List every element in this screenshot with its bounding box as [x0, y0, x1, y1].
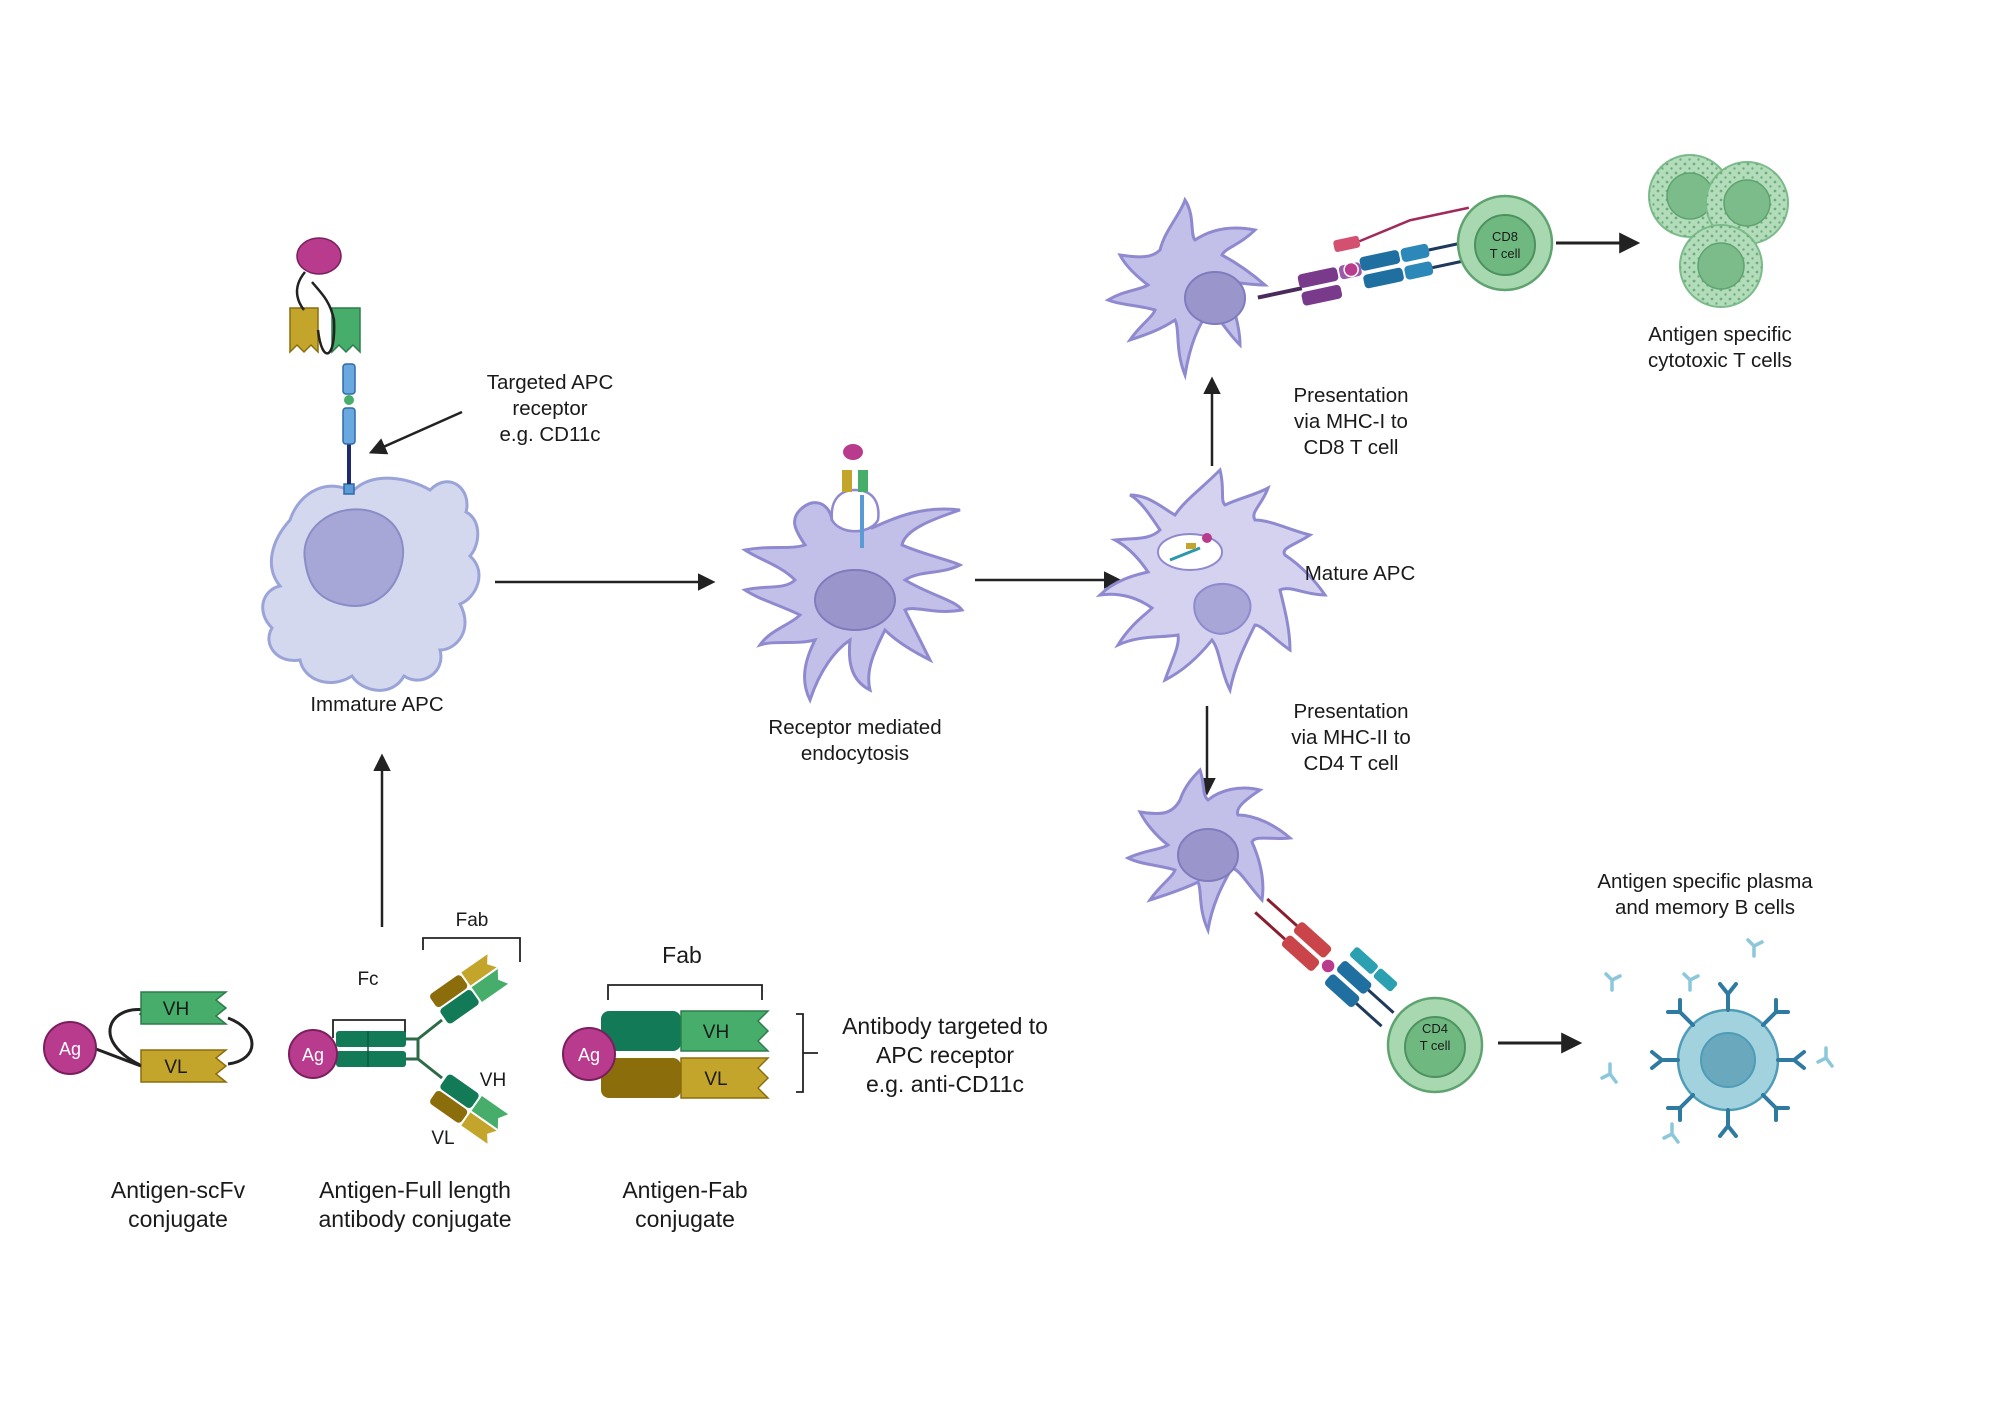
scfv-line1: Antigen-scFv [110, 1177, 246, 1203]
vh-label-full: VH [480, 1070, 506, 1091]
plasma-memory-label: Antigen specific plasma and memory B cel… [1570, 869, 1840, 921]
endocytosis-line2: endocytosis [800, 742, 910, 765]
fc-label: Fc [357, 969, 378, 990]
vl-label-full: VL [431, 1128, 454, 1149]
endocytosis-apc [741, 444, 965, 704]
cd4-cell-line2: T cell [1420, 1038, 1451, 1053]
cd8-cell-line1: CD8 [1492, 229, 1518, 244]
antibody-targeted-line1: Antibody targeted to [842, 1013, 1048, 1039]
arrow-label-to-receptor [368, 410, 463, 455]
cd4-presentation [1124, 767, 1484, 1094]
cytotoxic-line2: cytotoxic T cells [1648, 349, 1792, 372]
cytotoxic-label: Antigen specific cytotoxic T cells [1620, 322, 1820, 374]
mature-apc [1095, 467, 1328, 695]
fab-conjugate [562, 984, 818, 1099]
targeted-receptor-line1: Targeted APC [486, 371, 614, 394]
cd8-cell-line2: T cell [1490, 246, 1521, 261]
full-length-conjugate [288, 937, 521, 1144]
scfv-conjugate [43, 991, 254, 1083]
ag-label-fab: Ag [578, 1045, 600, 1065]
scfv-conjugate-label: Antigen-scFv conjugate [78, 1176, 278, 1234]
immature-apc-label: Immature APC [282, 692, 472, 718]
endocytosis-line1: Receptor mediated [768, 716, 942, 739]
immature-apc-text: Immature APC [310, 693, 444, 716]
mhc1-line2: via MHC-I to [1294, 410, 1408, 433]
mhc2-line2: via MHC-II to [1291, 726, 1411, 749]
antibody-targeted-label: Antibody targeted to APC receptor e.g. a… [810, 1012, 1080, 1099]
glyph-labels: Ag VH VL Ag Fc Fab VH VL Ag Fab VH VL CD… [59, 229, 1521, 1149]
immature-apc [261, 237, 481, 692]
antibody-targeted-line3: e.g. anti-CD11c [865, 1071, 1025, 1097]
mature-apc-text: Mature APC [1304, 562, 1416, 585]
mhc1-line1: Presentation [1293, 384, 1409, 407]
fab-line2: conjugate [635, 1206, 735, 1232]
ag-label-scfv: Ag [59, 1039, 81, 1059]
fab-label-full: Fab [456, 910, 489, 931]
fab-label-fab: Fab [662, 942, 702, 968]
plasma-memory-b-cell [1600, 938, 1834, 1144]
cd4-cell-line1: CD4 [1422, 1021, 1448, 1036]
plasma-memory-line1: Antigen specific plasma [1597, 870, 1813, 893]
cd8-presentation [1104, 194, 1554, 381]
vh-label-fab: VH [703, 1022, 729, 1043]
mature-apc-label: Mature APC [1285, 561, 1435, 587]
vl-label-fab: VL [704, 1069, 727, 1090]
fab-line1: Antigen-Fab [622, 1177, 748, 1203]
targeted-receptor-line3: e.g. CD11c [499, 423, 601, 446]
targeted-receptor-line2: receptor [512, 397, 588, 420]
full-length-line2: antibody conjugate [318, 1206, 512, 1232]
scfv-line2: conjugate [128, 1206, 228, 1232]
fab-conjugate-label: Antigen-Fab conjugate [585, 1176, 785, 1234]
cytotoxic-line1: Antigen specific [1648, 323, 1792, 346]
cytotoxic-t-cells [1648, 154, 1789, 308]
presentation-mhc2-label: Presentation via MHC-II to CD4 T cell [1266, 699, 1436, 777]
presentation-mhc1-label: Presentation via MHC-I to CD8 T cell [1266, 383, 1436, 461]
flow-arrows [368, 232, 1641, 1054]
ag-label-full: Ag [302, 1045, 324, 1065]
full-length-conjugate-label: Antigen-Full length antibody conjugate [285, 1176, 545, 1234]
mhc2-line1: Presentation [1293, 700, 1409, 723]
mhc2-line3: CD4 T cell [1303, 752, 1399, 775]
mhc1-line3: CD8 T cell [1303, 436, 1399, 459]
vl-label-scfv: VL [164, 1057, 187, 1078]
endocytosis-label: Receptor mediated endocytosis [740, 715, 970, 767]
full-length-line1: Antigen-Full length [319, 1177, 511, 1203]
vh-label-scfv: VH [163, 999, 189, 1020]
antibody-targeted-line2: APC receptor [875, 1042, 1015, 1068]
targeted-receptor-label: Targeted APC receptor e.g. CD11c [460, 370, 640, 448]
plasma-memory-line2: and memory B cells [1614, 896, 1795, 919]
